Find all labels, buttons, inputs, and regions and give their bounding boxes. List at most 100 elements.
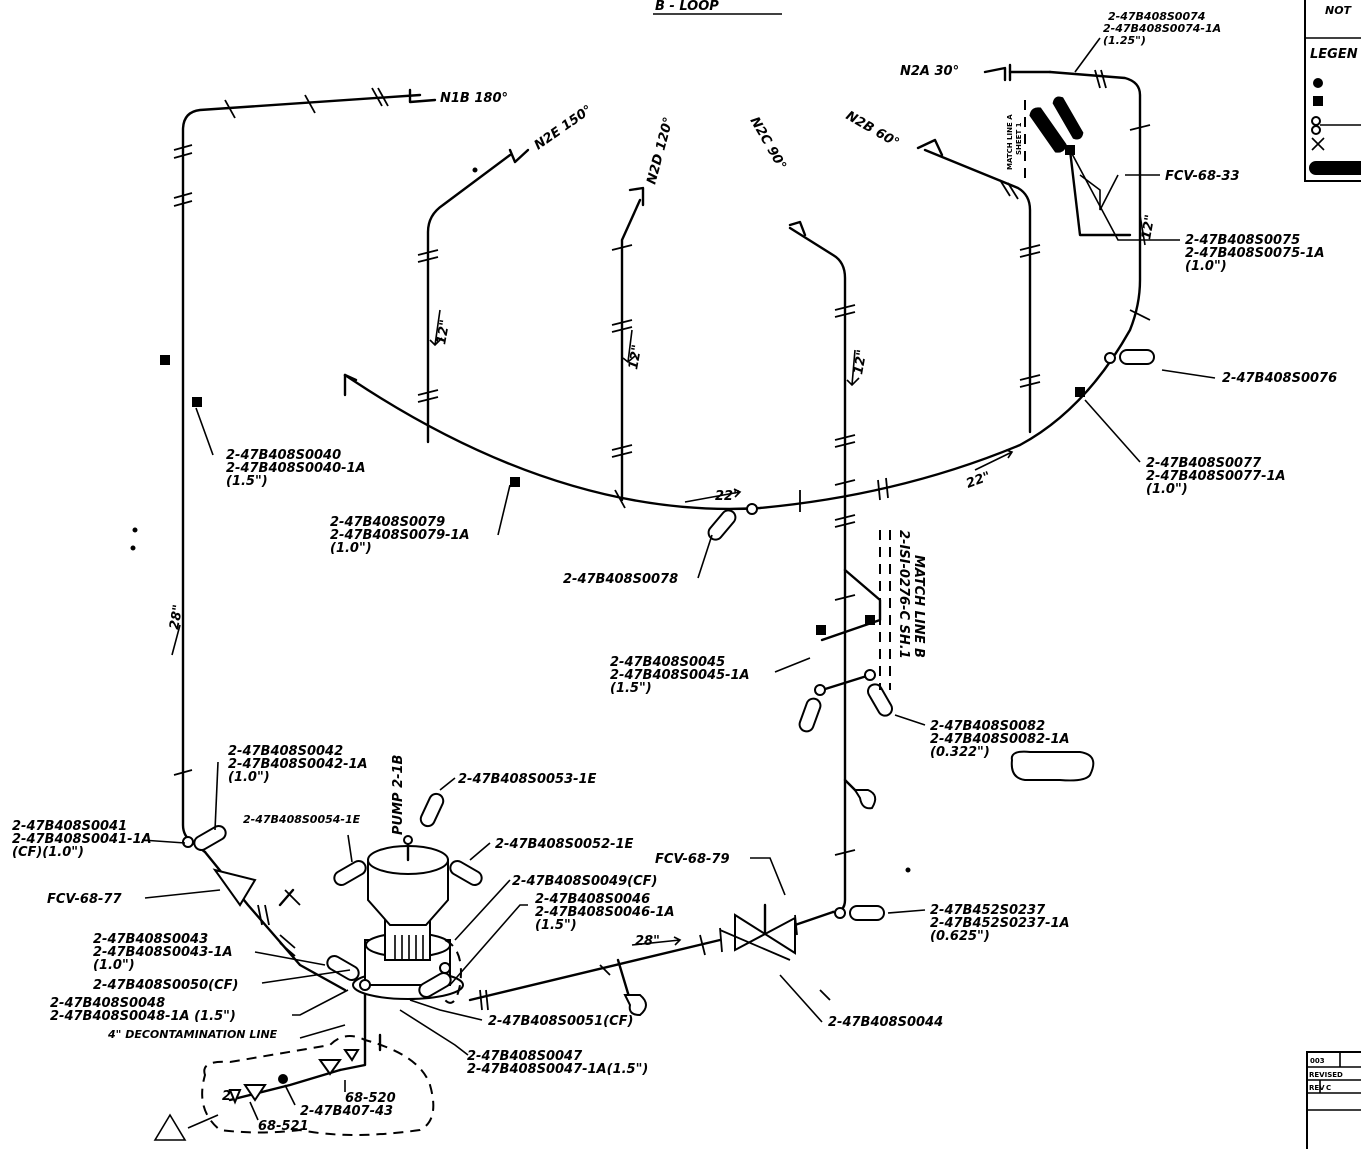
label-0075: 2-47B408S0075 2-47B408S0075-1A (1.0") bbox=[1185, 233, 1325, 274]
weld-tick bbox=[257, 904, 263, 926]
label-line: 2-47B452S0237-1A bbox=[930, 916, 1070, 931]
valve-fcv6879-cross bbox=[719, 929, 791, 961]
pipe-branch-lower bbox=[820, 673, 872, 692]
weld-tick bbox=[284, 889, 301, 906]
pipe-bypass-33 bbox=[1068, 148, 1132, 237]
legend-panel: NOT LEGEN bbox=[1304, 0, 1361, 182]
label-0043: 2-47B408S0043 2-47B408S0043-1A (1.0") bbox=[93, 932, 233, 973]
n1b-flange bbox=[408, 88, 437, 104]
leader-0048 bbox=[292, 989, 349, 1016]
revision-frame bbox=[1306, 1051, 1361, 1149]
valve-fcv6877 bbox=[212, 868, 257, 907]
weld-tick bbox=[417, 256, 439, 263]
pump-coupling-grille bbox=[394, 935, 424, 960]
size-label-28in: 28" bbox=[167, 604, 186, 631]
legend-support-node-icon bbox=[1311, 116, 1321, 126]
legend-frame bbox=[1304, 0, 1361, 182]
label-line: (1.0") bbox=[228, 770, 270, 785]
leader-68521 bbox=[249, 1101, 259, 1121]
legend-bar-icon bbox=[1309, 161, 1361, 175]
label-line: 2-47B408S0047 bbox=[467, 1049, 583, 1064]
pump-boundary bbox=[444, 939, 462, 1004]
label-line: 2-47B408S0045 bbox=[610, 655, 725, 670]
label-line: (1.0") bbox=[330, 541, 372, 556]
support-oval-0046 bbox=[418, 972, 452, 998]
legend-title: LEGEN bbox=[1310, 47, 1358, 62]
valve-fcv6877-stem bbox=[278, 888, 295, 907]
leader-0046 bbox=[449, 904, 528, 986]
weld-tick bbox=[1094, 69, 1101, 89]
size-label-12in: 12" bbox=[434, 319, 453, 346]
label-line: (0.322") bbox=[930, 745, 990, 760]
legend-dot-icon bbox=[1313, 78, 1323, 88]
exam-mark bbox=[816, 625, 826, 635]
leader-0074 bbox=[1074, 37, 1101, 73]
leader-0053 bbox=[439, 777, 456, 791]
support-oval-0053 bbox=[419, 792, 445, 828]
weld-tick bbox=[614, 489, 626, 509]
weld-tick bbox=[1019, 244, 1041, 251]
support-oval-0043 bbox=[326, 955, 360, 981]
weld-tick bbox=[1129, 309, 1151, 321]
leader-0082 bbox=[894, 714, 926, 726]
exam-symbols bbox=[160, 96, 1155, 1017]
label-line: 2-47B408S0042 bbox=[228, 744, 343, 759]
nozzle-labels: N1B 180° N2E 150° N2D 120° N2C 90° N2B 6… bbox=[440, 64, 959, 186]
weld-tick bbox=[479, 989, 483, 1011]
pipe-drain-stub bbox=[616, 958, 632, 1002]
flow-arrow bbox=[846, 349, 860, 387]
weld-tick bbox=[1019, 251, 1041, 258]
legend-support-node-icon bbox=[1311, 125, 1321, 135]
exam-mark bbox=[510, 477, 520, 487]
leader-0054 bbox=[347, 834, 353, 863]
support-oval-0045 bbox=[798, 697, 822, 733]
support-node bbox=[182, 836, 194, 848]
flow-arrow bbox=[622, 329, 636, 364]
valve-decon-upper bbox=[343, 1049, 360, 1062]
label-line: 2-47B408S0040-1A bbox=[226, 461, 366, 476]
label-0041: 2-47B408S0041 2-47B408S0041-1A (CF)(1.0"… bbox=[12, 819, 152, 860]
n2d-flange bbox=[628, 186, 645, 207]
triangle-leader bbox=[187, 1114, 219, 1129]
label-line: (0.625") bbox=[930, 929, 990, 944]
weld-tick bbox=[611, 244, 633, 251]
label-line: 2-47B408S0048 bbox=[50, 996, 165, 1011]
nozzle-n2e-label: N2E 150° bbox=[532, 103, 595, 154]
nozzle-flanges bbox=[408, 66, 1007, 237]
weld-tick bbox=[611, 444, 633, 451]
leader-4743 bbox=[284, 1084, 296, 1106]
support-node bbox=[746, 503, 758, 515]
flow-arrow bbox=[974, 449, 1014, 471]
leader-0047 bbox=[399, 1009, 469, 1056]
label-line: 2-47B452S0237 bbox=[930, 903, 1046, 918]
leader-0042 bbox=[214, 761, 219, 831]
support-oval-0042 bbox=[193, 825, 227, 851]
weld-tick bbox=[264, 904, 270, 926]
flow-arrow bbox=[171, 624, 181, 656]
weld-tick bbox=[834, 304, 856, 311]
weld-tick bbox=[279, 934, 296, 949]
label-line: 2-47B408S0075-1A bbox=[1185, 246, 1325, 261]
valve-68-521 bbox=[243, 1084, 267, 1102]
size-label-decon: 4" DECONTAMINATION LINE bbox=[107, 1028, 278, 1041]
leader-0045 bbox=[774, 657, 811, 673]
label-fcv6879: FCV-68-79 bbox=[655, 852, 730, 867]
label-line: 2-47B408S0047-1A(1.5") bbox=[467, 1062, 648, 1077]
leader-0076 bbox=[1161, 369, 1216, 379]
legend-cross-icon bbox=[1311, 137, 1325, 151]
label-0051: 2-47B408S0051(CF) bbox=[488, 1014, 633, 1029]
size-annotations: 12" 12" 12" 12" 22" 22" 28" 28" 4" DECON… bbox=[107, 214, 1158, 1104]
label-line: 2-47B408S0046-1A bbox=[535, 905, 675, 920]
label-0045: 2-47B408S0045 2-47B408S0045-1A (1.5") bbox=[610, 655, 750, 696]
weld-tick bbox=[377, 87, 389, 107]
label-line: 2-47B408S0041-1A bbox=[12, 832, 152, 847]
scan-speck bbox=[130, 545, 136, 551]
support-oval-0054 bbox=[333, 860, 367, 886]
label-2-47b407-43: 2-47B407-43 bbox=[300, 1104, 393, 1119]
label-line: (1.0") bbox=[1146, 482, 1188, 497]
support-oval-0076 bbox=[1119, 349, 1155, 365]
weld-tick bbox=[834, 849, 856, 856]
riser-n2c bbox=[788, 226, 847, 914]
weld-tick bbox=[611, 326, 633, 333]
weld-tick bbox=[885, 477, 889, 499]
